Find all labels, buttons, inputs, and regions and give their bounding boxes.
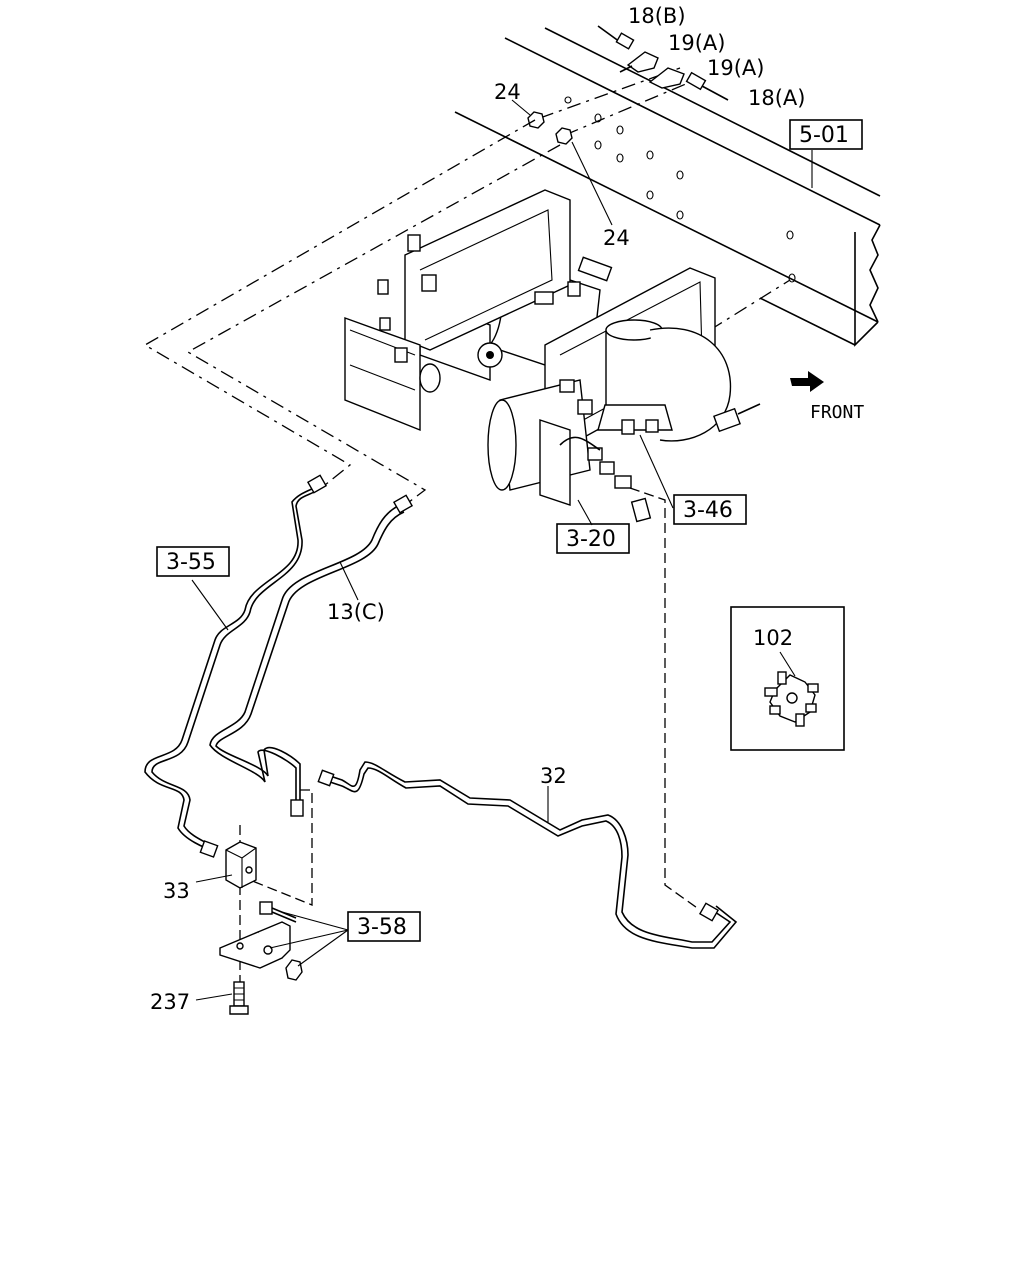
frame-rail — [454, 27, 881, 347]
callout-19a-upper: 19(A) — [668, 31, 725, 55]
ref-3-58[interactable]: 3-58 — [347, 911, 421, 942]
ref-3-20-label: 3-20 — [566, 527, 616, 552]
callout-13c: 13(C) — [327, 600, 385, 624]
callout-24-mid: 24 — [603, 226, 630, 250]
connector-block-33 — [225, 841, 257, 889]
ref-3-46-label: 3-46 — [683, 498, 733, 523]
ref-3-55-label: 3-55 — [166, 550, 216, 575]
callout-102: 102 — [753, 626, 793, 650]
fitting-18a — [685, 71, 729, 101]
bolt-237 — [229, 981, 249, 1015]
harness-route — [143, 119, 701, 1010]
callout-24-top: 24 — [494, 80, 521, 104]
air-tank-lower — [487, 379, 632, 506]
callout-32: 32 — [540, 764, 567, 788]
pipe-32 — [317, 761, 738, 949]
ref-5-01-label: 5-01 — [799, 123, 849, 148]
pipe-3-55 — [144, 474, 328, 858]
front-label: FRONT — [810, 402, 864, 423]
left-fittings — [377, 234, 613, 363]
front-arrow-icon — [790, 371, 824, 392]
callout-237: 237 — [150, 990, 190, 1014]
callout-18b: 18(B) — [628, 4, 686, 28]
clip-icon — [764, 671, 819, 727]
callout-33: 33 — [163, 879, 190, 903]
ref-3-55[interactable]: 3-55 — [156, 546, 230, 577]
front-direction: FRONT — [790, 371, 864, 423]
mounting-bracket-left — [344, 189, 571, 432]
ref-3-20[interactable]: 3-20 — [556, 523, 630, 554]
leader-lines — [191, 99, 813, 1001]
ref-5-01[interactable]: 5-01 — [789, 119, 863, 150]
fitting-18b — [597, 25, 635, 50]
mounting-bracket-lower — [219, 921, 291, 969]
nut-24-top — [527, 111, 545, 129]
callout-18a: 18(A) — [748, 86, 805, 110]
fitting-19a-lower — [648, 67, 685, 89]
nut-3-58 — [285, 959, 303, 981]
fitting-19a-upper — [619, 51, 659, 73]
dryer-fittings — [559, 379, 761, 523]
inset-part-102 — [730, 606, 845, 751]
bolt-3-58 — [259, 901, 297, 923]
ref-3-46[interactable]: 3-46 — [673, 494, 747, 525]
callout-19a-lower: 19(A) — [707, 56, 764, 80]
ref-3-58-label: 3-58 — [357, 915, 407, 940]
pipe-13c — [209, 494, 414, 817]
nut-24-mid — [555, 127, 573, 145]
